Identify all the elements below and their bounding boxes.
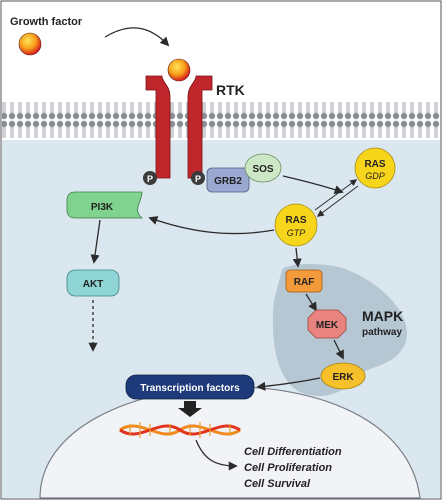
pi3k-label: PI3K — [91, 202, 114, 213]
arrow-ras-to-pi3k — [148, 216, 275, 235]
outcome-proliferation: Cell Proliferation — [244, 462, 332, 474]
transcription-factors-label: Transcription factors — [140, 383, 240, 394]
rtk-receptor — [145, 75, 213, 179]
phosphate-left-label: P — [147, 174, 153, 184]
transcription-factors-node — [125, 374, 255, 400]
ras-gdp-label: RAS — [364, 159, 385, 170]
cell-membrane — [2, 102, 440, 142]
raf-node — [285, 269, 323, 293]
dna-helix — [119, 422, 241, 438]
ras-gtp-label: RAS — [285, 215, 306, 226]
arrow-pi3k-to-akt — [90, 219, 101, 264]
mek-node — [307, 309, 347, 339]
arrow-raf-to-mek — [305, 293, 317, 312]
sos-node — [244, 153, 282, 183]
akt-node — [66, 269, 120, 297]
arrow-ras-to-raf — [292, 247, 302, 268]
arrow-mek-to-erk — [333, 339, 344, 360]
grb2-node — [206, 167, 250, 193]
arrow-gdp-to-gtp — [316, 185, 359, 217]
phosphate-right-label: P — [195, 174, 201, 184]
akt-label: AKT — [83, 279, 104, 290]
arrow-ligand-to-receptor — [104, 27, 170, 47]
arrow-erk-to-transcription — [256, 377, 321, 391]
outcome-differentiation: Cell Differentiation — [244, 446, 342, 458]
outcome-survival: Cell Survival — [244, 478, 311, 490]
arrow-gtp-to-gdp — [314, 179, 358, 211]
ras-gdp-node — [354, 147, 396, 189]
phosphate-right — [191, 171, 205, 185]
ras-gtp-node — [274, 203, 318, 247]
gdp-label: GDP — [365, 171, 385, 181]
erk-label: ERK — [332, 372, 354, 383]
gtp-label: GTP — [287, 228, 306, 238]
erk-node — [320, 362, 366, 390]
growth-factor-label: Growth factor — [10, 16, 83, 28]
pathway-label: pathway — [362, 327, 402, 338]
phosphate-left — [143, 171, 157, 185]
growth-factor-ligand — [18, 32, 42, 56]
sos-label: SOS — [252, 164, 273, 175]
bound-growth-factor — [167, 58, 191, 82]
pi3k-node — [66, 191, 144, 219]
rtk-label: RTK — [216, 82, 245, 98]
mek-label: MEK — [316, 320, 339, 331]
arrow-transcription-to-dna — [178, 401, 202, 417]
arrow-dna-to-outcomes — [195, 439, 238, 471]
raf-label: RAF — [294, 277, 315, 288]
mapk-label: MAPK — [362, 308, 403, 324]
arrow-sos-to-ras — [282, 175, 344, 195]
grb2-label: GRB2 — [214, 176, 242, 187]
